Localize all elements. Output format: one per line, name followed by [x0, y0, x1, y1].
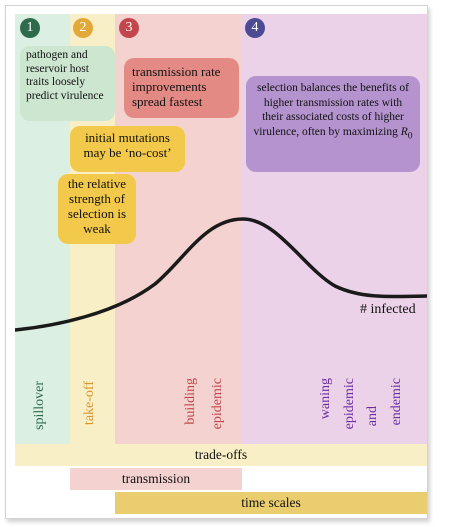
stage-1-number: 1	[20, 18, 40, 38]
no-cost-mutations-box: initial mutations may be ‘no-cost’	[70, 126, 185, 172]
trade-offs-bar: trade-offs	[15, 444, 427, 466]
selection-balance-text: selection balances the benefits of highe…	[253, 82, 409, 138]
r0-symbol: R	[400, 125, 408, 138]
selection-balance-box: selection balances the benefits of highe…	[246, 76, 420, 172]
stage-2-label: take-off	[82, 381, 97, 426]
infected-curve	[15, 217, 427, 332]
stage-3-label-line-1: building	[183, 378, 198, 425]
diagram-frame: 1 2 3 4 pathogen and reservoir host trai…	[5, 5, 428, 519]
transmission-bar: transmission	[70, 468, 242, 490]
transmission-rate-box: transmission rate improvements spread fa…	[124, 58, 239, 118]
time-scales-bar: time scales	[115, 492, 427, 514]
stage-4-label-line-3: and	[365, 406, 380, 427]
stage-4-label-line-4: endemic	[389, 378, 404, 426]
stage-3-number: 3	[119, 18, 139, 38]
reservoir-traits-box: pathogen and reservoir host traits loose…	[20, 46, 115, 121]
stage-4-number: 4	[245, 18, 265, 38]
infected-label: # infected	[360, 302, 416, 317]
weak-selection-box: the relative strength of selection is we…	[58, 174, 136, 244]
stage-4-label-line-1: waning	[318, 378, 333, 420]
stage-2-number: 2	[73, 18, 93, 38]
r0-subscript: 0	[407, 129, 413, 141]
stage-3-label-line-2: epidemic	[210, 378, 225, 430]
stage-1-label: spillover	[32, 381, 47, 430]
stage-4-label-line-2: epidemic	[342, 378, 357, 430]
